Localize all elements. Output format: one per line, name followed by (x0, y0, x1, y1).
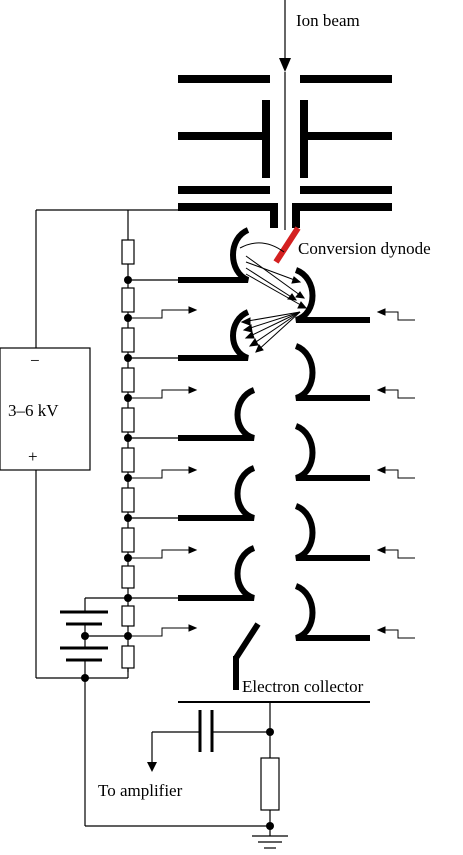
conversion-dynode (273, 226, 301, 264)
left-dynodes (178, 227, 256, 601)
ion-beam-arrow (279, 0, 291, 230)
ion-beam-label: Ion beam (296, 11, 360, 30)
power-supply: − 3–6 kV + (0, 347, 91, 471)
ground-icon (252, 835, 288, 849)
resistor (121, 367, 135, 393)
resistor (121, 527, 135, 553)
resistor (121, 487, 135, 513)
resistor (121, 645, 135, 669)
power-supply-plus: + (28, 447, 38, 466)
right-dynodes (294, 267, 370, 641)
ion-lens-electrodes (178, 75, 392, 228)
to-amplifier-label: To amplifier (98, 781, 183, 800)
resistor (121, 407, 135, 433)
power-supply-minus: − (30, 351, 40, 370)
electron-collector-label: Electron collector (242, 677, 364, 696)
electron-trajectories (239, 242, 308, 353)
collector-circuit (84, 678, 280, 836)
resistor (121, 239, 135, 265)
power-supply-voltage: 3–6 kV (8, 401, 59, 420)
conversion-dynode-label: Conversion dynode (298, 239, 431, 258)
resistor (121, 287, 135, 313)
resistor (121, 605, 135, 627)
bias-cells (60, 597, 128, 682)
resistor (121, 565, 135, 589)
resistor (121, 327, 135, 353)
right-side-arrows (376, 308, 415, 639)
right-dynode-connection-arrows (128, 306, 198, 637)
resistor (121, 447, 135, 473)
resistor-divider (121, 210, 135, 672)
divider-taps (124, 276, 178, 640)
last-dynode (233, 622, 261, 660)
